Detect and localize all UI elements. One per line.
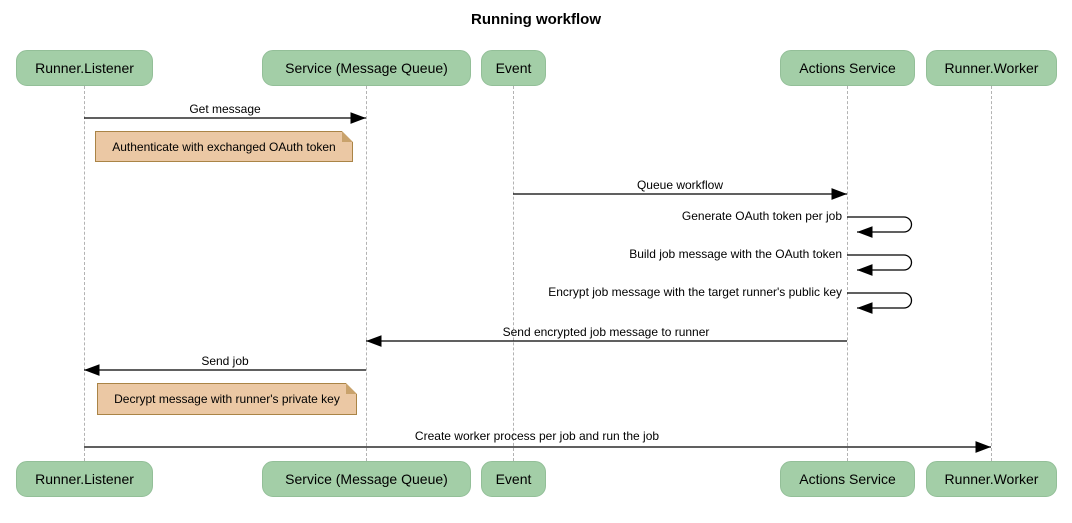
participant-actions-service-bottom: Actions Service xyxy=(780,461,915,497)
selfloop-encrypt-job-message xyxy=(847,292,913,314)
note-decrypt-message: Decrypt message with runner's private ke… xyxy=(97,383,357,415)
lifeline-actions-service xyxy=(846,86,848,461)
participant-runner-listener-top: Runner.Listener xyxy=(16,50,153,86)
participant-event-bottom: Event xyxy=(481,461,546,497)
message-label-encrypt-job-message: Encrypt job message with the target runn… xyxy=(548,285,842,299)
message-label-queue-workflow: Queue workflow xyxy=(636,178,724,192)
participant-event-top: Event xyxy=(481,50,546,86)
message-label-send-job: Send job xyxy=(201,354,249,368)
participant-label: Runner.Listener xyxy=(35,471,134,487)
message-label-build-job-message: Build job message with the OAuth token xyxy=(629,247,842,261)
participant-label: Service (Message Queue) xyxy=(285,60,448,76)
participant-label: Actions Service xyxy=(799,60,896,76)
diagram-title: Running workflow xyxy=(471,11,601,28)
participant-label: Event xyxy=(495,471,532,487)
message-label-generate-oauth-token: Generate OAuth token per job xyxy=(681,209,842,223)
participant-label: Event xyxy=(495,60,532,76)
selfloop-generate-oauth-token xyxy=(847,216,913,238)
participant-service-message-queue-top: Service (Message Queue) xyxy=(262,50,471,86)
lifeline-runner-listener xyxy=(83,86,85,461)
participant-label: Runner.Listener xyxy=(35,60,134,76)
participant-runner-worker-bottom: Runner.Worker xyxy=(926,461,1057,497)
note-label: Authenticate with exchanged OAuth token xyxy=(112,139,336,154)
message-label-get-message: Get message xyxy=(189,102,261,116)
selfloop-build-job-message xyxy=(847,254,913,276)
lifeline-event xyxy=(512,86,514,461)
participant-label: Actions Service xyxy=(799,471,896,487)
message-label-create-worker-process: Create worker process per job and run th… xyxy=(414,429,660,443)
participant-label: Runner.Worker xyxy=(944,60,1039,76)
note-label: Decrypt message with runner's private ke… xyxy=(114,392,340,406)
participant-service-message-queue-bottom: Service (Message Queue) xyxy=(262,461,471,497)
participant-runner-worker-top: Runner.Worker xyxy=(926,50,1057,86)
note-authenticate-oauth: Authenticate with exchanged OAuth token xyxy=(95,131,353,162)
participant-label: Service (Message Queue) xyxy=(285,471,448,487)
participant-runner-listener-bottom: Runner.Listener xyxy=(16,461,153,497)
participant-label: Runner.Worker xyxy=(944,471,1039,487)
lifeline-runner-worker xyxy=(990,86,992,461)
participant-actions-service-top: Actions Service xyxy=(780,50,915,86)
lifeline-service-message-queue xyxy=(365,86,367,461)
message-label-send-encrypted-job-message: Send encrypted job message to runner xyxy=(502,325,710,339)
